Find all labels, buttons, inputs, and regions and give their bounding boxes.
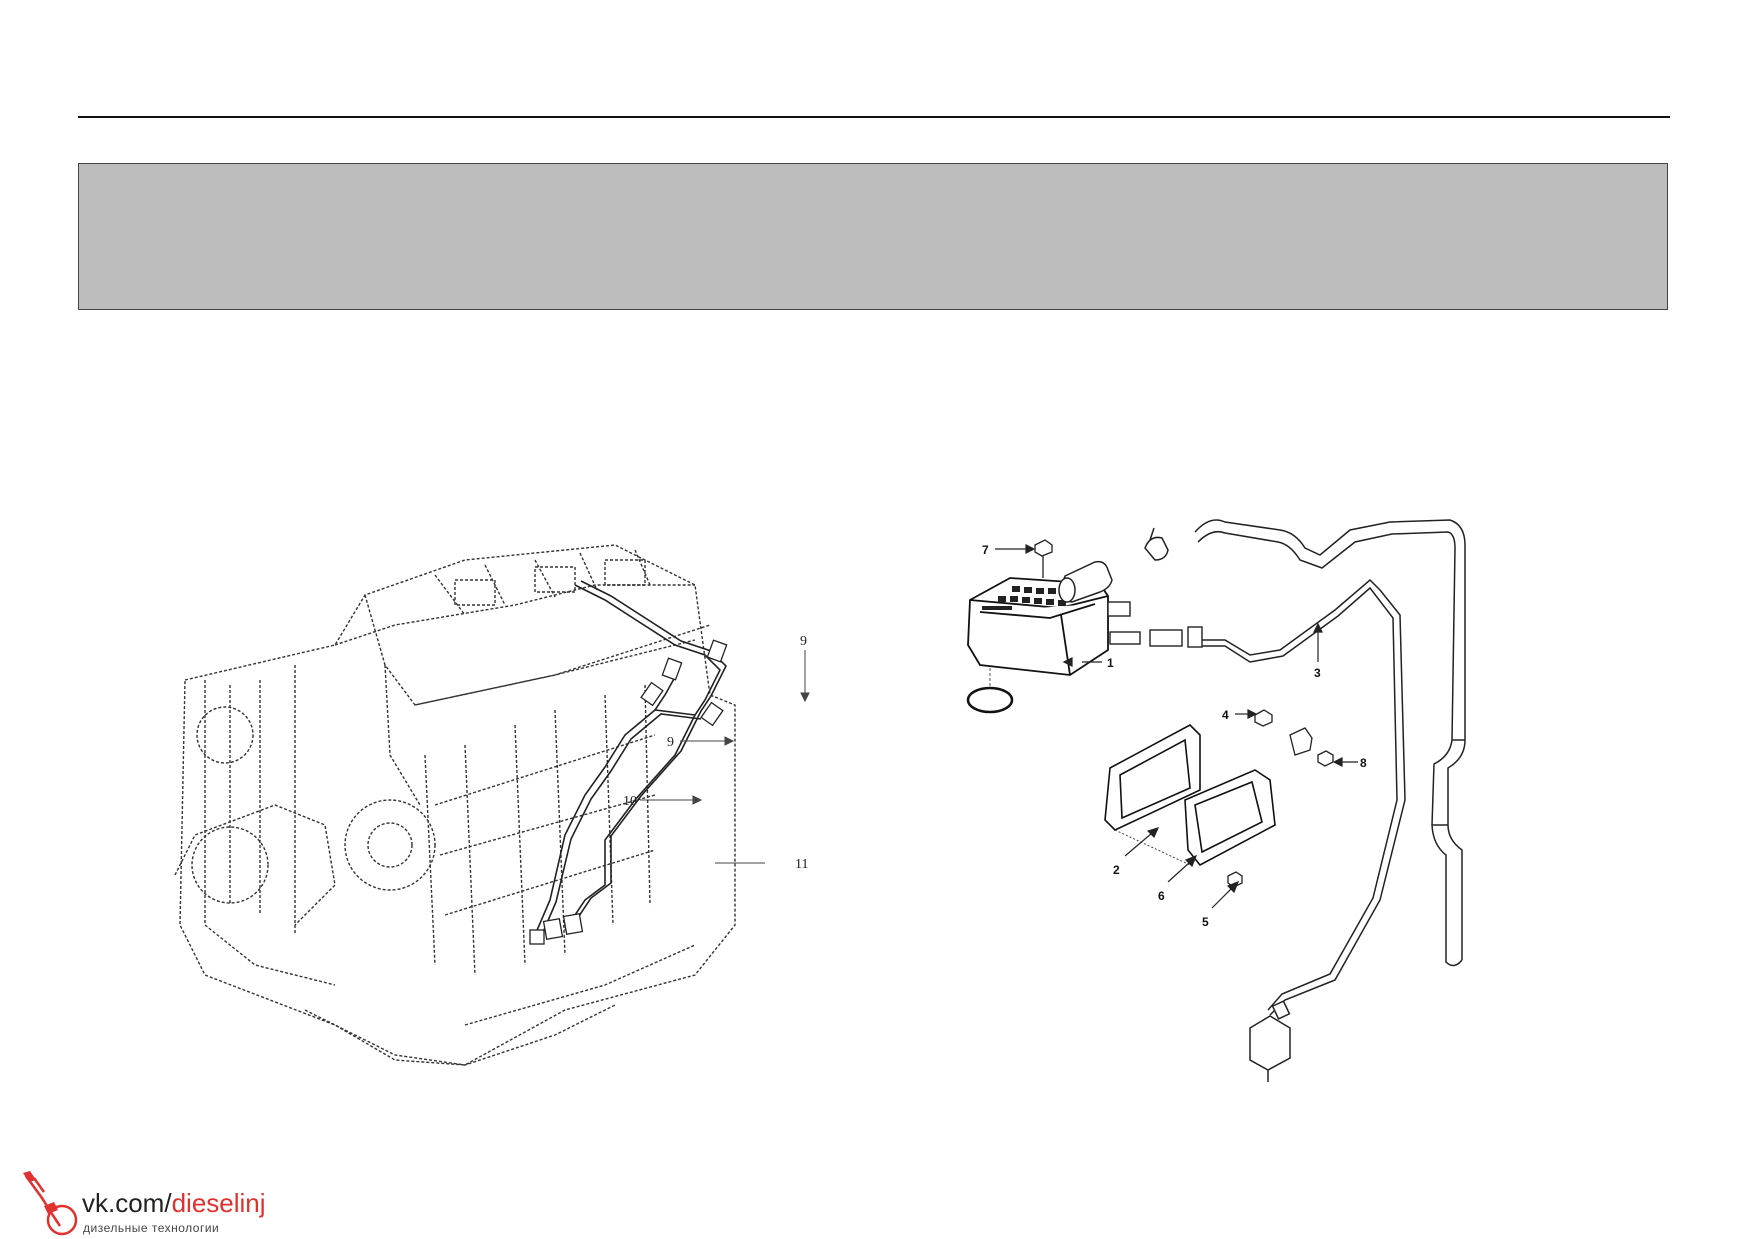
o-ring [966, 686, 1014, 714]
clip-bracket [1289, 727, 1313, 756]
hose-sleeve [1058, 527, 1169, 603]
callout-2: 2 [1113, 863, 1120, 877]
bolt-5 [1227, 871, 1243, 888]
fuel-pipes [534, 580, 727, 938]
filter-assembly-figure: 7 1 3 4 8 2 6 5 [950, 500, 1510, 1100]
watermark-url-prefix: vk.com/ [82, 1188, 172, 1218]
watermark-url[interactable]: vk.com/dieselinj [82, 1190, 266, 1216]
callout-8: 8 [1360, 756, 1367, 770]
dieselinj-logo-icon [23, 1171, 78, 1236]
engine-drawing: 9 9 10 11 [174, 544, 810, 1066]
callout-9-top: 9 [800, 634, 807, 649]
right-callout-leaders [995, 544, 1358, 909]
callout-4: 4 [1222, 708, 1229, 722]
bolt-8 [1317, 750, 1334, 767]
callout-9-mid: 9 [667, 735, 674, 750]
gasket-align-line [1114, 829, 1191, 866]
callout-10: 10 [623, 794, 637, 809]
bolt-4 [1254, 709, 1273, 727]
long-hose [1194, 519, 1466, 967]
callout-5: 5 [1202, 915, 1209, 929]
callout-1: 1 [1107, 656, 1114, 670]
sensor-wire [1200, 578, 1406, 1016]
callout-6: 6 [1158, 889, 1165, 903]
watermark-url-accent: dieselinj [171, 1188, 266, 1218]
cover-plate-6 [1184, 769, 1276, 867]
title-banner [78, 163, 1668, 310]
callout-3: 3 [1314, 666, 1321, 680]
engine-figure: 9 9 10 11 [135, 505, 835, 1095]
filter-outlet [1107, 601, 1141, 645]
bolt-7 [1034, 539, 1053, 578]
engine-block-lines [174, 544, 736, 1066]
pipe-fittings [529, 639, 728, 945]
left-callout-leaders [640, 650, 810, 864]
callout-7: 7 [982, 543, 989, 557]
pipe-sleeve [1149, 626, 1203, 648]
watermark-tagline: дизельные технологии [83, 1221, 220, 1235]
callout-11: 11 [795, 857, 808, 872]
sensor-connector [1249, 1000, 1291, 1082]
filter-assembly-drawing: 7 1 3 4 8 2 6 5 [966, 519, 1466, 1082]
gasket-2 [1104, 724, 1201, 831]
header-rule [78, 116, 1670, 118]
